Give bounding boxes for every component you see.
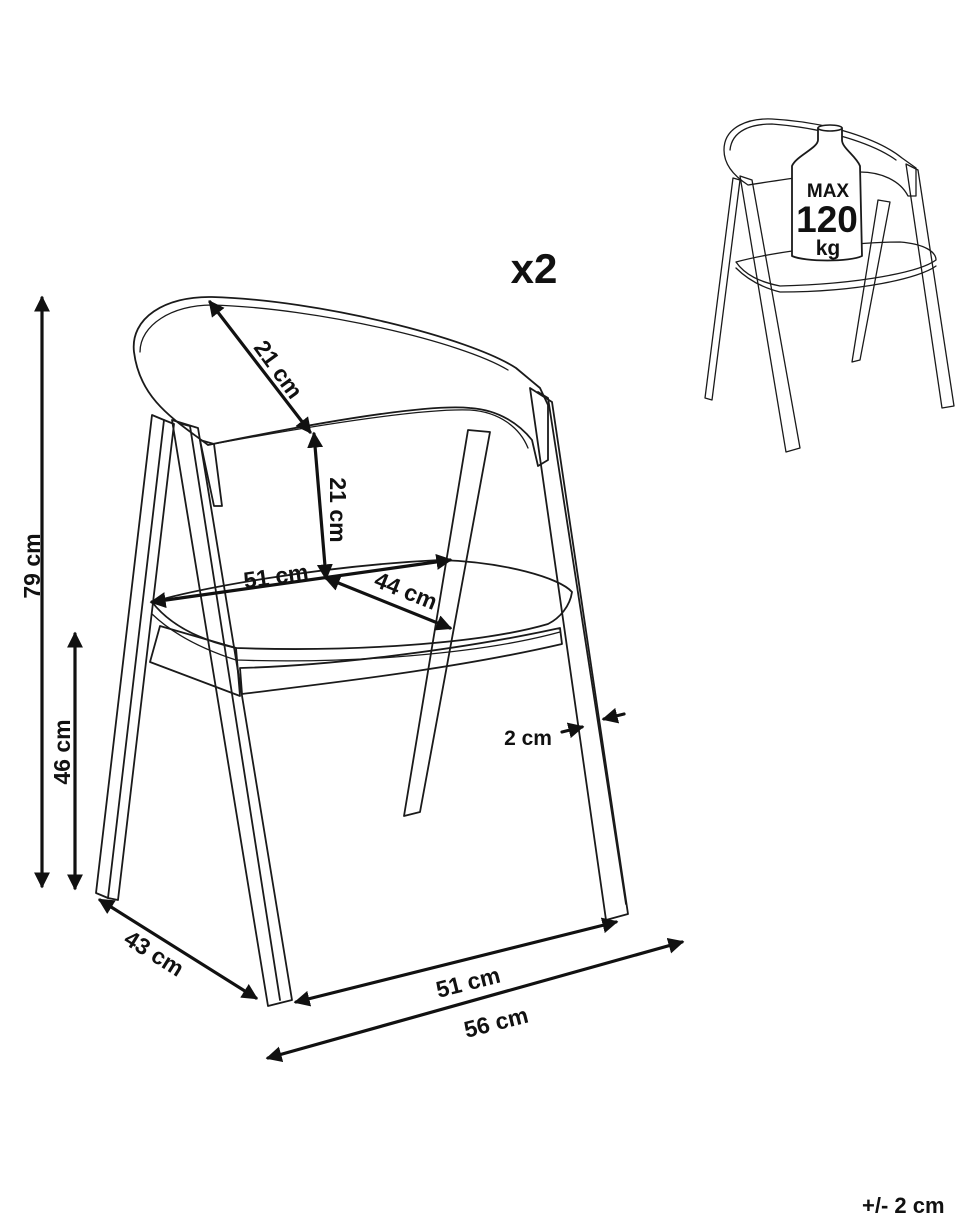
- load-badge-max: MAX: [807, 181, 850, 202]
- load-capacity-illustration: MAX 120 kg: [704, 118, 955, 453]
- quantity-label: x2: [511, 245, 558, 292]
- small-front-left-leg: [739, 175, 801, 453]
- seat-depth-label: 44 cm: [371, 566, 441, 615]
- seat-apron-left: [149, 625, 241, 697]
- backrest-left-tab: [199, 439, 223, 507]
- leg-thickness-label: 2 cm: [504, 727, 552, 750]
- load-badge-value: 120: [796, 199, 858, 240]
- small-seat-edge: [735, 265, 937, 293]
- backrest-height-label: 21 cm: [325, 477, 351, 542]
- back-left-leg: [95, 414, 165, 899]
- seat-width-label: 51 cm: [242, 559, 310, 594]
- small-backrest: [723, 118, 917, 197]
- front-left-leg-face: [181, 423, 281, 1001]
- leg-thickness-arrow-left: [560, 722, 585, 739]
- total-height-label: 79 cm: [19, 533, 45, 598]
- small-back-left-leg: [704, 177, 741, 401]
- front-left-leg: [171, 419, 293, 1007]
- seat-edge: [151, 613, 561, 662]
- seat-depth-arrow: [323, 575, 453, 631]
- total-width-label: 56 cm: [461, 1002, 531, 1043]
- back-right-leg: [403, 429, 491, 817]
- small-front-right-leg: [905, 163, 955, 409]
- weight-icon: [791, 127, 863, 262]
- backrest-height-arrow: [307, 431, 333, 581]
- depth-arrow: [97, 898, 259, 1000]
- load-badge-unit: kg: [816, 237, 841, 260]
- tolerance-label: +/- 2 cm: [862, 1193, 945, 1213]
- dimension-labels: x2 79 cm 46 cm 43 cm 51 cm 56 cm 51 cm 4…: [19, 245, 945, 1213]
- small-back-right-leg: [851, 199, 891, 363]
- small-backrest-inner: [729, 123, 897, 161]
- chair-illustration: [95, 296, 629, 1007]
- back-left-leg-face: [107, 419, 175, 901]
- backrest-shell: [132, 296, 549, 467]
- seat-height-label: 46 cm: [49, 719, 75, 784]
- front-right-leg-face: [537, 391, 627, 905]
- total-width-arrow: [265, 937, 685, 1063]
- seat-width-arrow: [149, 553, 453, 609]
- leg-thickness-arrow-right: [601, 707, 626, 724]
- front-right-leg: [529, 387, 629, 921]
- backrest-depth-arrow: [208, 300, 312, 434]
- seat-apron-front: [239, 627, 563, 695]
- weight-icon-cap: [817, 124, 843, 132]
- dimension-lines: [34, 295, 685, 1063]
- backrest-inner-edge: [139, 304, 509, 371]
